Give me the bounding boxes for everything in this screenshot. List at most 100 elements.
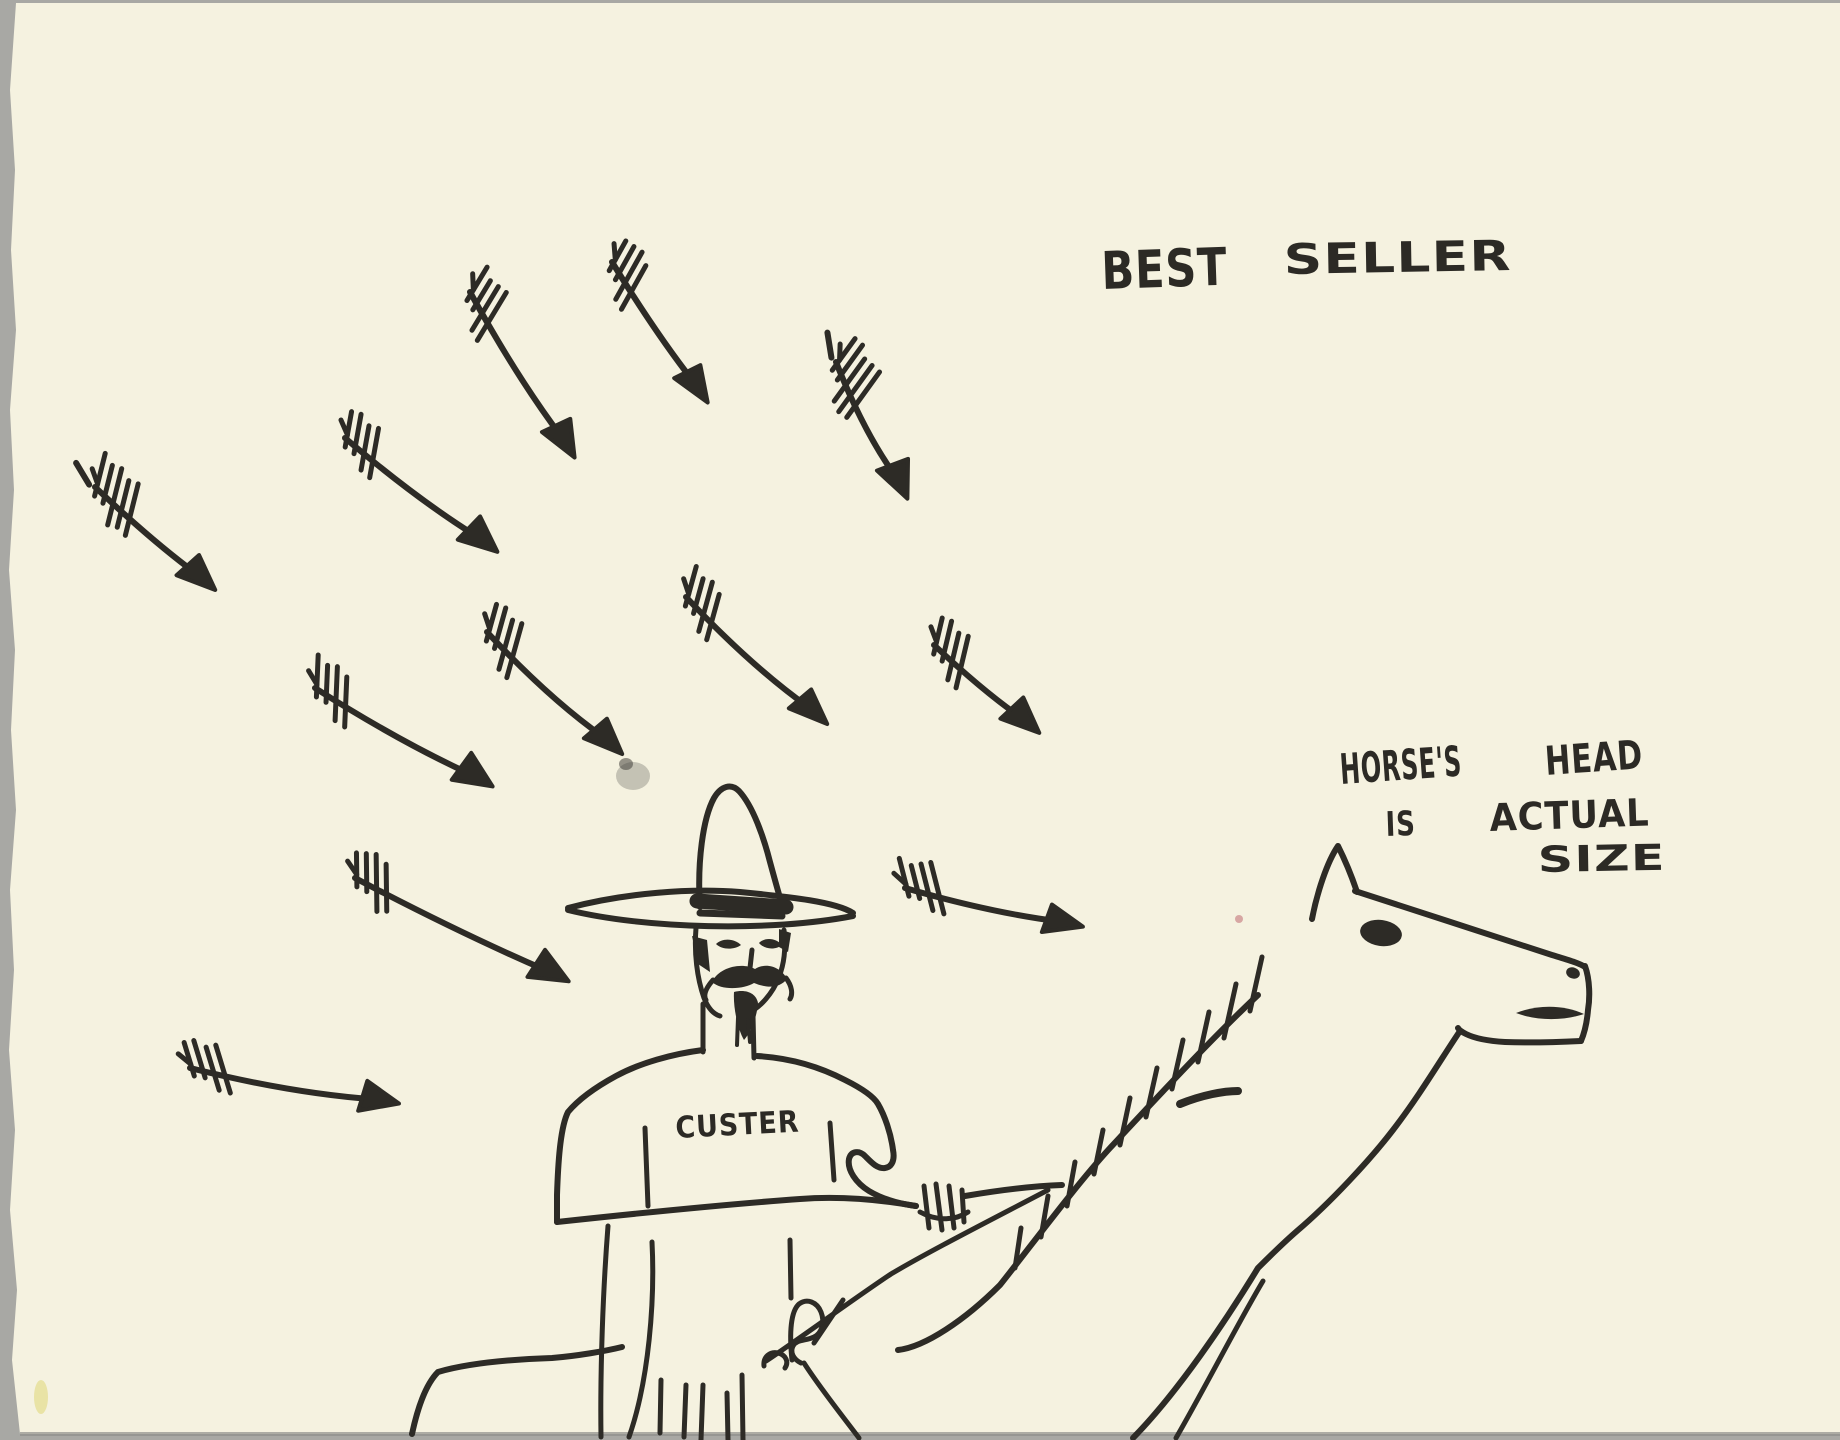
arrow-sketch	[824, 329, 911, 501]
handwritten-word-size: SIZE	[1537, 838, 1666, 881]
mustache	[712, 965, 787, 989]
sideburn-left	[692, 936, 710, 972]
arrow-stroke	[681, 576, 692, 597]
arrow-stroke	[345, 858, 360, 877]
arrow-stroke	[891, 870, 909, 887]
horse-muzzle-right	[1578, 963, 1593, 1044]
hat-band	[689, 893, 794, 915]
arrow-sketch	[338, 409, 500, 554]
arrow-stroke	[829, 336, 858, 373]
arrow-stroke	[323, 662, 331, 705]
arrow-stroke	[470, 278, 493, 313]
paper-sheet	[9, 3, 1840, 1434]
mane-grip-strokes	[657, 1372, 746, 1440]
arrow-stroke	[844, 369, 883, 420]
pointing-finger	[962, 1182, 1065, 1199]
arrow-stroke	[928, 624, 940, 645]
arrowhead	[539, 416, 577, 460]
arrowhead	[874, 456, 911, 501]
arrow-shaft	[902, 885, 1062, 925]
arrowhead	[998, 695, 1042, 735]
arrow-stroke	[100, 462, 115, 506]
arrow-stroke	[474, 289, 509, 343]
yellow-smudge	[34, 1380, 48, 1414]
arrow-stroke	[92, 450, 108, 499]
shoulder-right-and-arm	[754, 1053, 919, 1209]
arrow-stroke	[836, 362, 875, 415]
horse-front-leg-back-line	[1173, 1278, 1266, 1440]
arrow-sketch	[928, 615, 1042, 735]
arrow-stroke	[483, 601, 499, 644]
horse-throat-and-front-leg	[1130, 1028, 1463, 1440]
arrow-stroke	[313, 652, 321, 700]
horse-rump-line	[409, 1344, 625, 1437]
arrow-stroke	[613, 249, 645, 302]
arrow-stroke	[492, 605, 509, 651]
arrow-stroke	[363, 851, 370, 895]
arrow-stroke	[928, 859, 947, 917]
handwritten-word-horses: HORSE'S	[1338, 737, 1463, 794]
arrow-stroke	[953, 633, 971, 691]
arrowhead	[786, 687, 830, 727]
hat-crown	[696, 783, 787, 914]
arrow-stroke	[89, 466, 101, 487]
goatee	[733, 991, 758, 1040]
arrow-stroke	[306, 668, 320, 688]
mustache-droops	[702, 975, 795, 1003]
shoulder-left-and-torso-side	[554, 1047, 706, 1225]
arrow-stroke	[931, 615, 945, 657]
arrowhead	[672, 363, 710, 405]
arrow-stroke	[332, 664, 340, 724]
pink-dot	[1235, 915, 1243, 923]
arrow-sketch	[73, 450, 218, 592]
arrow-shaft	[342, 435, 481, 540]
arrow-stroke	[618, 263, 649, 312]
arrow-stroke	[351, 411, 364, 457]
eye-right	[759, 939, 782, 949]
arrow-sketch	[464, 264, 577, 460]
arrow-stroke	[114, 478, 132, 530]
arrow-stroke	[373, 851, 380, 914]
horse-neck-back-line	[895, 992, 1261, 1353]
arrow-stroke	[122, 481, 141, 538]
arrow-stroke	[213, 1042, 233, 1096]
arrow-sketch	[606, 238, 710, 405]
arrow-stroke	[358, 423, 372, 473]
handwritten-word-seller: SELLER	[1283, 231, 1512, 284]
arrow-stroke	[338, 417, 350, 438]
arrow-stroke	[464, 264, 490, 304]
arrow-shaft	[352, 875, 550, 974]
arrow-stroke	[191, 1038, 208, 1081]
arrow-stroke	[342, 674, 350, 730]
handwritten-word-best: BEST	[1100, 238, 1228, 302]
handwritten-word-is: IS	[1385, 804, 1416, 845]
shirt-sign-bars	[642, 1120, 837, 1209]
shirt-hem-and-forearm	[554, 1195, 919, 1225]
arrow-stroke	[383, 861, 390, 914]
horse-mane-hatching	[1012, 954, 1265, 1271]
arrow-stroke	[367, 425, 382, 481]
arrow-stroke	[696, 579, 715, 634]
arrow-sketch	[345, 850, 571, 984]
arrow-stroke	[945, 630, 962, 683]
beard-strays	[735, 1016, 752, 1047]
arrowhead	[356, 1078, 401, 1113]
rider-leg-lines	[598, 1223, 794, 1440]
neck	[700, 1001, 757, 1061]
arrow-sketch	[175, 1038, 401, 1113]
arrow-sketch	[482, 601, 625, 757]
arrow-stroke	[175, 1051, 194, 1067]
arrow-stroke	[918, 861, 936, 914]
arrow-shaft	[484, 629, 607, 741]
handwritten-word-actual: ACTUAL	[1489, 790, 1650, 840]
arrowhead	[455, 514, 500, 554]
arrow-stroke	[682, 564, 699, 609]
arrow-sketch	[681, 564, 830, 727]
arrow-stroke	[837, 341, 843, 363]
arrowhead	[581, 716, 625, 757]
arrow-stroke	[896, 855, 912, 899]
rein-line	[763, 1187, 1051, 1364]
smudges	[34, 758, 1243, 1414]
hat-brim	[565, 887, 856, 930]
